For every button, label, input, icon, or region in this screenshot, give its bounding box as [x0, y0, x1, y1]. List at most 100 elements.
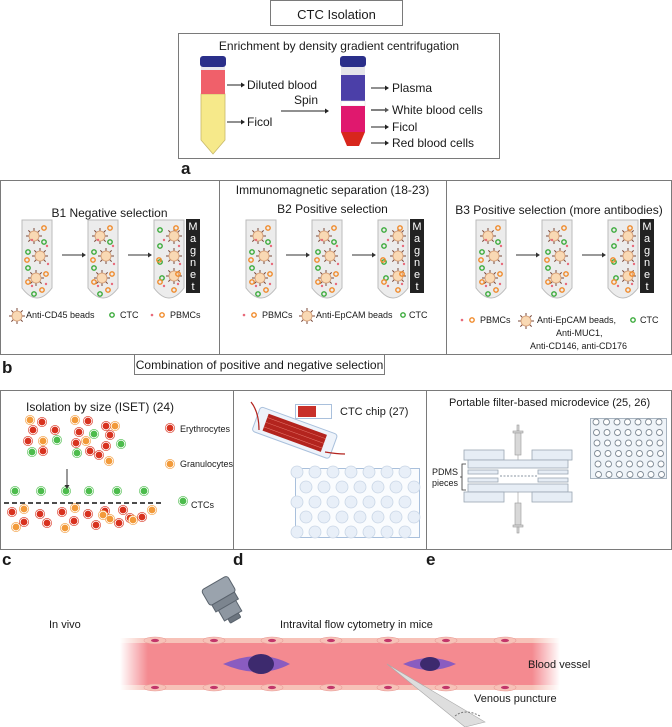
- tube-cap: [200, 56, 226, 67]
- filter-pore: [658, 471, 665, 478]
- left-tube-icon: [200, 56, 226, 155]
- ctc-cell: [157, 243, 163, 249]
- filter-pore: [603, 429, 611, 436]
- pbmc-cell: [381, 279, 387, 285]
- micropost: [353, 480, 367, 494]
- filter-pore: [647, 471, 655, 478]
- ctc-cell: [112, 486, 122, 496]
- ficol-layer: [341, 106, 365, 132]
- blood-vessel-label: Blood vessel: [528, 659, 591, 671]
- magnetic-bead: [482, 270, 498, 286]
- erythrocyte: [35, 509, 45, 519]
- filter-pore: [637, 471, 644, 478]
- pbmc-cell: [629, 271, 635, 277]
- pbmc-dot: [270, 262, 274, 266]
- pbmc-cell: [39, 287, 45, 293]
- in-vivo-label: In vivo: [49, 619, 81, 631]
- magnetic-bead: [390, 228, 406, 244]
- pbmc-cell: [545, 279, 551, 285]
- tube-row: [475, 219, 639, 299]
- magnet-letter: n: [189, 257, 197, 269]
- micropost: [290, 465, 304, 479]
- layer-label-ficol-right: Ficol: [392, 120, 418, 134]
- micropost: [290, 495, 304, 509]
- pbmc-dot: [96, 238, 100, 242]
- filter-pore: [604, 450, 612, 457]
- pbmc-cell: [109, 271, 115, 277]
- pdms-bracket: [460, 463, 466, 491]
- filter-pore: [594, 450, 601, 457]
- title-box: CTC Isolation: [270, 0, 403, 26]
- filter-pore-array: [590, 418, 667, 479]
- granulocyte: [104, 456, 114, 466]
- legend-erythrocytes: Erythrocytes: [180, 424, 231, 434]
- ctc-cell: [551, 291, 557, 297]
- micropost: [398, 495, 412, 509]
- granulocyte: [38, 436, 48, 446]
- ctc-cell: [91, 265, 97, 271]
- filter-pore: [656, 429, 663, 436]
- needle-icon: [386, 663, 486, 727]
- erythrocyte: [19, 517, 29, 527]
- panel-de-divider: [426, 390, 427, 550]
- filter-pore: [647, 460, 654, 468]
- iset-cells: [4, 415, 188, 533]
- ctc-cell: [485, 291, 491, 297]
- magnetic-bead: [98, 248, 114, 264]
- magnet-letter: g: [643, 245, 651, 257]
- erythrocyte: [74, 427, 84, 437]
- ctc-cell: [545, 249, 551, 255]
- rbc-layer: [341, 132, 365, 146]
- pbmc-cell: [625, 287, 631, 293]
- ctc-cell: [611, 243, 617, 249]
- ctc-cell: [611, 227, 617, 233]
- panel-a-box: Enrichment by density gradient centrifug…: [178, 33, 500, 159]
- micropost: [326, 465, 340, 479]
- filter-pore: [592, 418, 600, 426]
- ctc-cell-1: [223, 654, 290, 674]
- ctc-cell: [249, 249, 255, 255]
- micropost: [380, 525, 394, 539]
- panel-b-heading: Immunomagnetic separation (18-23): [235, 183, 430, 197]
- micropost: [344, 525, 358, 539]
- pbmc-cell: [497, 271, 503, 277]
- magnetic-bead: [318, 270, 334, 286]
- filter-pore: [635, 429, 642, 436]
- green-cell-icon: [400, 312, 406, 318]
- sample-tube: [87, 219, 119, 299]
- magnet-letter: M: [412, 221, 422, 233]
- panel-b-divider-1: [219, 180, 220, 355]
- pbmc-cell: [395, 287, 401, 293]
- ctc-cell: [72, 448, 82, 458]
- layer-label-ficol-left: Ficol: [247, 115, 273, 129]
- pbmc-icon: [150, 312, 165, 318]
- filter-pore: [646, 450, 654, 457]
- magnetic-bead: [94, 270, 110, 286]
- panel-label-d: d: [233, 550, 244, 569]
- pbmc-cell: [90, 257, 96, 263]
- magnetic-bead: [480, 228, 496, 244]
- sample-tube: [541, 219, 573, 299]
- pbmc-dot: [616, 238, 620, 242]
- magnetic-bead: [322, 248, 338, 264]
- micropost: [407, 510, 421, 524]
- pbmc-dot: [96, 284, 100, 288]
- micropost: [380, 465, 394, 479]
- magnet-letter: g: [413, 245, 421, 257]
- filter-pore: [603, 418, 610, 426]
- panel-label-e: e: [426, 550, 436, 569]
- pbmc-dot: [632, 262, 636, 266]
- pbmc-dot: [177, 244, 181, 248]
- combination-text: Combination of positive and negative sel…: [135, 358, 384, 372]
- sample-tube: [245, 219, 277, 299]
- micropost: [380, 495, 394, 509]
- filter-pore: [624, 429, 632, 436]
- left-tube-arrows: [227, 82, 245, 125]
- granulocyte: [19, 504, 29, 514]
- granulocyte: [105, 514, 115, 524]
- magnet-letter: a: [189, 233, 197, 245]
- pbmc-icon: [460, 317, 475, 323]
- micropost: [308, 495, 322, 509]
- legend-erythrocyte-icon: [165, 423, 175, 433]
